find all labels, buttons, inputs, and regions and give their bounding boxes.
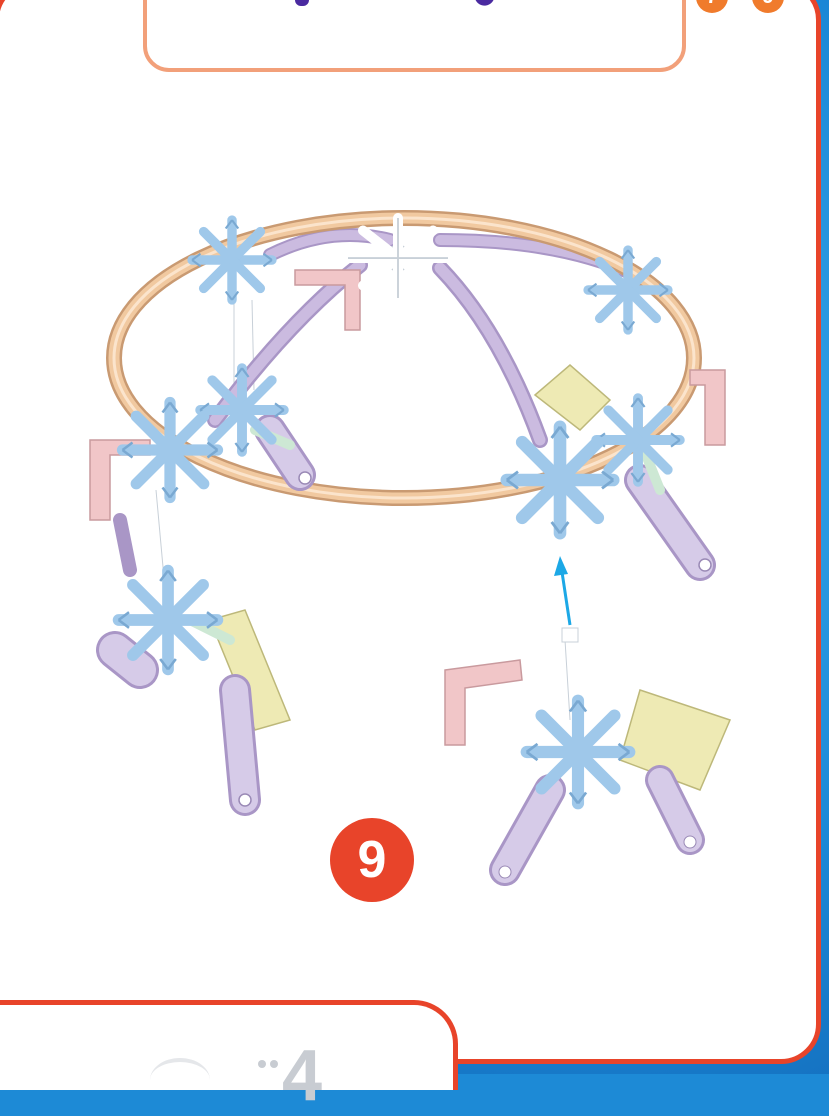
model-illustration <box>0 0 829 1074</box>
bottom-tab <box>0 1000 458 1090</box>
hub-connector-icon <box>348 218 448 298</box>
sub-assembly <box>445 628 730 878</box>
page-number: 4 <box>282 1040 322 1112</box>
blue-corner-area <box>458 1005 829 1074</box>
partial-icon <box>150 1058 210 1102</box>
step-number-badge: 9 <box>330 818 414 902</box>
arrow-up-icon <box>554 556 570 625</box>
bottom-dot <box>258 1060 266 1068</box>
bottom-dot <box>270 1060 278 1068</box>
